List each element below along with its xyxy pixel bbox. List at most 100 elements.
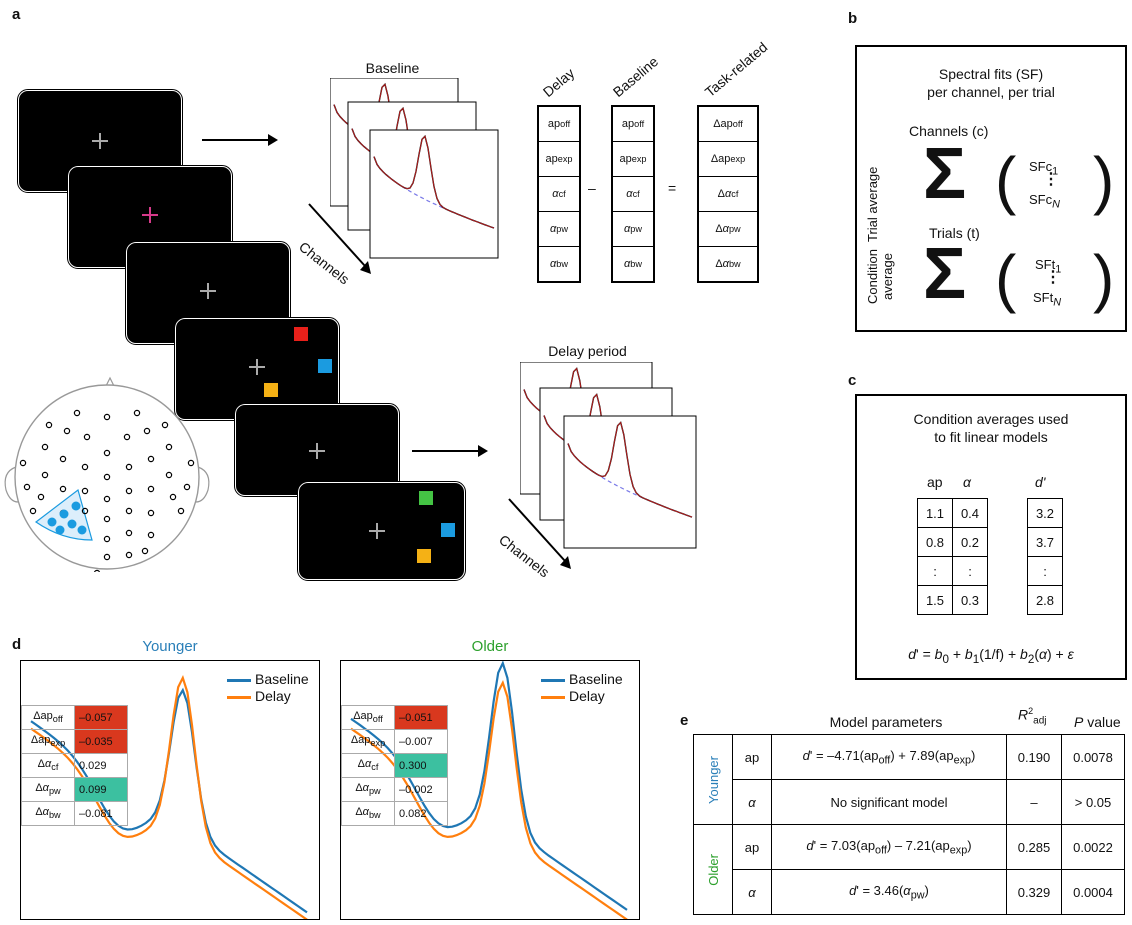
- table-row: Δαbw–0.081: [21, 801, 128, 826]
- electrode-dot: [141, 547, 149, 555]
- p-value-header: P value: [1074, 714, 1121, 730]
- table-row: Δapoff–0.057: [21, 705, 128, 730]
- table-row: Older ap d' = 7.03(apoff) – 7.21(apexp) …: [693, 824, 1125, 915]
- electrode-dot: [183, 483, 191, 491]
- panel-label-c: c: [848, 372, 857, 389]
- cell: :: [953, 557, 987, 586]
- title-line-2: to fit linear models: [934, 429, 1048, 445]
- param-value: –0.057: [74, 705, 128, 730]
- electrode-dot: [147, 485, 155, 493]
- paren-right-icon: ): [1093, 144, 1115, 216]
- fixation-cross-icon: [249, 359, 265, 375]
- fixation-cross-icon: [309, 443, 325, 459]
- model-params-header: Model parameters: [829, 714, 943, 730]
- param-label: Δαbw: [21, 801, 75, 826]
- electrode-dot: [83, 433, 91, 441]
- electrode-dot: [187, 459, 195, 467]
- electrode-dot: [133, 409, 141, 417]
- electrode-dot: [125, 529, 133, 537]
- model-cell: d' = 7.03(apoff) – 7.21(apexp): [771, 824, 1007, 870]
- param-value: –0.002: [394, 777, 448, 802]
- fixation-cross-icon: [369, 523, 385, 539]
- panel-label-d: d: [12, 636, 22, 653]
- legend-baseline: Baseline: [227, 671, 309, 688]
- condition-averages-title: Condition averages used to fit linear mo…: [857, 410, 1125, 446]
- legend-delay: Delay: [227, 688, 309, 705]
- electrode-dot: [41, 443, 49, 451]
- electrode-dot: [143, 427, 151, 435]
- sft-bottom: SFtN: [1033, 290, 1062, 309]
- param-cell: α: [732, 869, 772, 915]
- param-label: Δαcf: [341, 753, 395, 778]
- yellow-square-icon: [417, 549, 431, 563]
- legend: Baseline Delay: [227, 671, 309, 705]
- screen-test-array: [297, 481, 466, 581]
- cell: 2.8: [1035, 592, 1055, 608]
- spectral-fits-box: Spectral fits (SF) per channel, per tria…: [855, 45, 1127, 332]
- electrode-dot: [81, 463, 89, 471]
- fixation-cross-icon: [92, 133, 108, 149]
- r2-cell: 0.285: [1006, 824, 1062, 870]
- cell: 0.2: [953, 528, 987, 557]
- param-value: 0.029: [74, 753, 128, 778]
- condition-average-label: Condition average: [865, 249, 895, 305]
- delay-spectra-stack: [520, 362, 697, 549]
- alpha-values-column: 0.4 0.2 : 0.3: [952, 498, 988, 615]
- title-line-1: Spectral fits (SF): [938, 66, 1044, 82]
- minus-sign: –: [588, 180, 596, 196]
- model-cell: d' = –4.71(apoff) + 7.89(apexp): [771, 734, 1007, 780]
- model-cell: d' = 3.46(αpw): [771, 869, 1007, 915]
- yellow-square-icon: [264, 383, 278, 397]
- param-cell: ap: [732, 734, 772, 780]
- electrode-dot: [37, 493, 45, 501]
- table-row: α No significant model – > 0.05: [694, 779, 1125, 825]
- electrode-dot: [147, 455, 155, 463]
- param-cell: α: [732, 779, 772, 825]
- model-fit-line: [373, 135, 495, 229]
- electrode-dot: [125, 507, 133, 515]
- param-label: Δαbw: [341, 801, 395, 826]
- channels-arrow-icon: [308, 203, 371, 274]
- table-row: Δapexp–0.007: [341, 729, 448, 754]
- older-title: Older: [471, 638, 509, 655]
- cell: 0.3: [960, 592, 980, 608]
- younger-title: Younger: [142, 638, 198, 655]
- electrode-dot: [81, 487, 89, 495]
- legend: Baseline Delay: [541, 671, 623, 705]
- param-value: –0.035: [74, 729, 128, 754]
- linear-model-equation: d' = b0 + b1(1/f) + b2(α) + ε: [908, 646, 1074, 666]
- param-value: 0.099: [74, 777, 128, 802]
- spectrum-frame: [563, 415, 697, 549]
- electrode-dot: [125, 487, 133, 495]
- trials-t-label: Trials (t): [929, 225, 980, 241]
- electrode-dot: [93, 569, 101, 572]
- cell: :: [918, 557, 952, 586]
- electrode-dot: [123, 433, 131, 441]
- task-related-col-header: Task-related: [701, 38, 771, 100]
- equals-sign: =: [668, 180, 677, 196]
- electrode-dot: [29, 507, 37, 515]
- sum-icon: Σ: [923, 134, 967, 214]
- electrode-dot: [59, 485, 67, 493]
- p-cell: 0.0022: [1061, 824, 1125, 870]
- cue-cross-icon: [142, 207, 158, 223]
- vertical-dots-icon: ⋮: [1045, 269, 1061, 286]
- param-value: –0.051: [394, 705, 448, 730]
- electrode-dot: [73, 409, 81, 417]
- model-fit-line: [567, 421, 693, 518]
- col-d-label: d': [1035, 474, 1046, 490]
- param-value: –0.007: [394, 729, 448, 754]
- fixation-cross-icon: [200, 283, 216, 299]
- electrode-dot: [125, 551, 133, 559]
